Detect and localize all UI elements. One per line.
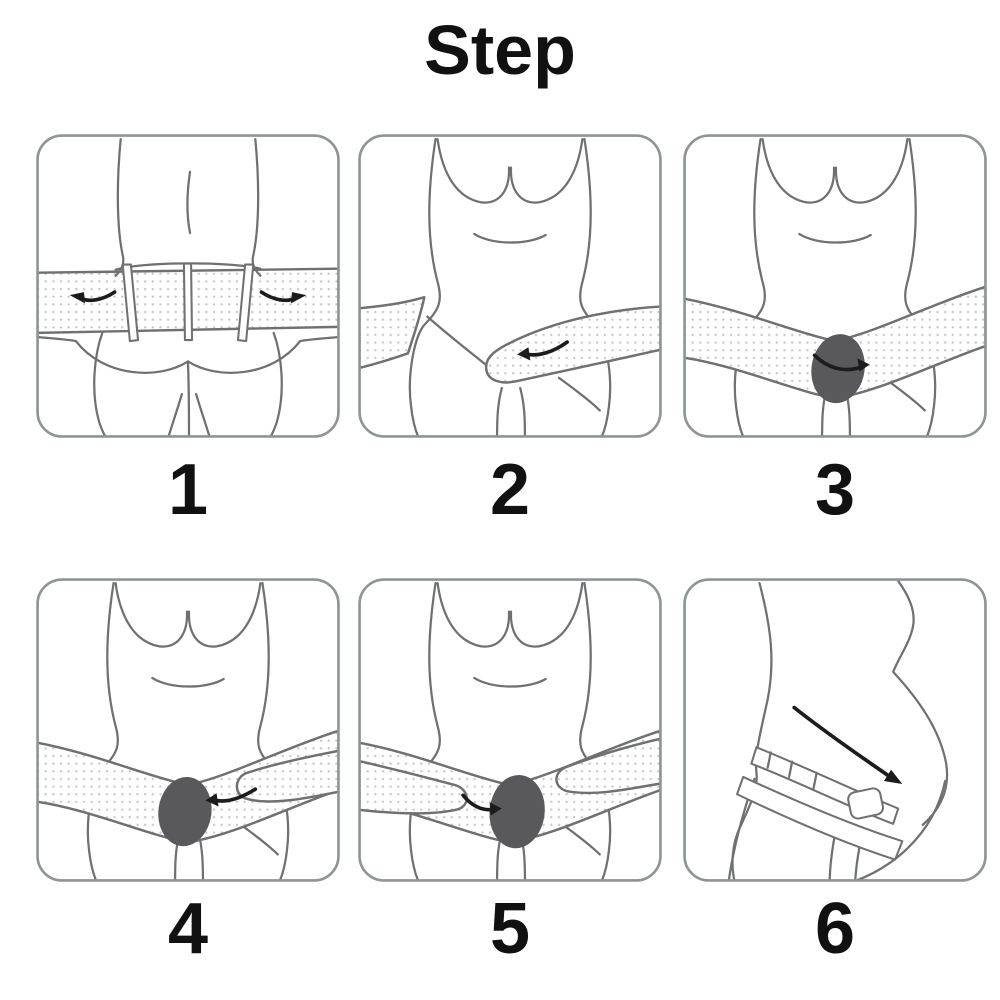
belt-back-wrap-illustration: [36, 134, 340, 438]
step-1-panel: [35, 133, 341, 439]
pull-left-arrow-icon: [517, 340, 569, 361]
step-2-panel: [357, 133, 663, 439]
wrap-direction-arrow-icon: [792, 705, 903, 785]
step-3-number: 3: [814, 450, 856, 530]
belt-back-segment: [359, 295, 426, 370]
hips-and-legs: [37, 335, 339, 437]
step-3-panel: [682, 133, 988, 439]
overlap-strap-left: [359, 759, 468, 815]
belt-front-end: [484, 305, 661, 384]
page-title: Step: [424, 11, 576, 89]
step-5-panel: [357, 577, 663, 883]
pull-left-arrow-icon: [205, 787, 258, 807]
step-6-number: 6: [814, 889, 856, 969]
press-right-arrow-icon: [812, 353, 870, 372]
belt-both-straps-illustration: [358, 578, 662, 882]
step-6-panel: [682, 577, 988, 883]
step-4-panel: [35, 577, 341, 883]
step-5-number: 5: [489, 889, 531, 969]
belt-side-view-illustration: [683, 578, 987, 882]
hook-loop-patch: [158, 777, 212, 847]
lower-band: [736, 775, 904, 861]
pull-right-arrow-icon: [259, 290, 307, 304]
step-1-number: 1: [167, 450, 209, 530]
belt-front-cross-illustration: [358, 134, 662, 438]
press-right-arrow-icon: [461, 793, 502, 816]
belt-overlap-strap-illustration: [36, 578, 340, 882]
step-2-number: 2: [489, 450, 531, 530]
overlap-strap-right: [235, 749, 339, 803]
overlap-strap-right: [555, 736, 661, 795]
step-4-number: 4: [167, 889, 209, 969]
body-back-outline: [93, 137, 283, 437]
belt-fasten-center-illustration: [683, 134, 987, 438]
pull-left-arrow-icon: [69, 290, 117, 304]
buckle: [847, 787, 885, 820]
hook-loop-patch: [489, 774, 545, 849]
body-front-outline: [408, 137, 612, 437]
support-straps: [121, 262, 255, 343]
